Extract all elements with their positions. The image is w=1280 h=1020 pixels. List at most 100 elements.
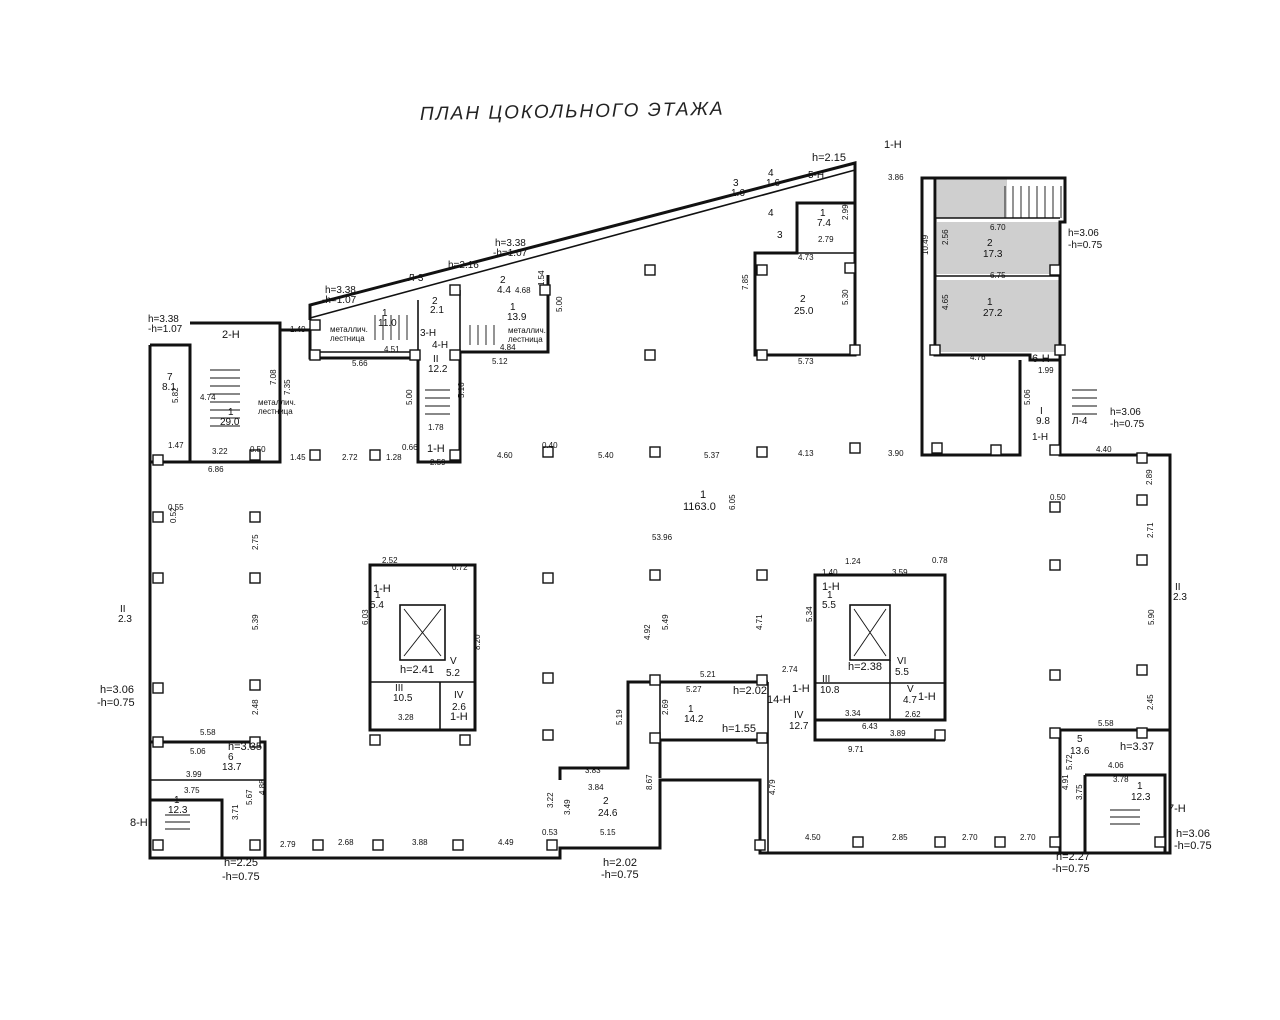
label-d413: 4.13	[798, 449, 814, 458]
label-r3-16: 3	[733, 178, 739, 189]
label-d383: 3.83	[585, 766, 601, 775]
column-51	[1049, 836, 1061, 848]
column-9	[931, 442, 943, 454]
label-n6h: 6-Н	[1032, 353, 1050, 365]
label-h306d: h=3.06	[1176, 828, 1210, 840]
column-13	[152, 511, 164, 523]
label-rII-lb: 2.3	[118, 614, 132, 625]
column-8	[849, 442, 861, 454]
label-d149: 1.49	[290, 325, 306, 334]
label-h202a: h=2.02	[733, 685, 767, 697]
column-47	[754, 839, 766, 851]
label-d128: 1.28	[386, 453, 402, 462]
label-r1-142: 1	[688, 704, 694, 715]
label-d519: 5.19	[615, 709, 624, 725]
label-d072: 0.72	[452, 563, 468, 572]
label-r1-mainb: 1163.0	[683, 501, 716, 513]
column-66	[409, 349, 421, 361]
label-d147: 1.47	[168, 441, 184, 450]
label-r4-16: 4	[768, 168, 774, 179]
label-n8h: 8-Н	[130, 817, 148, 829]
label-d078: 0.78	[932, 556, 948, 565]
label-d558b: 5.58	[1098, 719, 1114, 728]
label-r1-139: 1	[510, 302, 516, 313]
label-d605: 6.05	[728, 494, 737, 510]
label-n3h: 3-Н	[420, 328, 436, 339]
column-33	[369, 734, 381, 746]
label-r1-123bb: 12.3	[1131, 792, 1151, 803]
label-r1-123b: 1	[1137, 781, 1143, 792]
label-h107b: -h=1.07	[322, 295, 357, 306]
column-3	[369, 449, 381, 461]
column-65	[539, 284, 551, 296]
label-d582: 5.82	[171, 387, 180, 403]
label-h075b: -h=0.75	[1110, 419, 1145, 430]
label-r1-139b: 13.9	[507, 312, 527, 323]
column-5	[542, 446, 554, 458]
label-d5396: 53.96	[652, 533, 673, 542]
column-36	[649, 732, 661, 744]
label-h225: h=2.25	[224, 857, 258, 869]
label-r2-21b: 2.1	[430, 305, 444, 316]
label-rIII-105b: 10.5	[393, 693, 413, 704]
label-d491: 4.91	[1061, 774, 1070, 790]
column-29	[1049, 669, 1061, 681]
label-r2-25: 2	[800, 294, 806, 305]
label-r5-136b: 13.6	[1070, 746, 1090, 757]
column-45	[452, 839, 464, 851]
label-r4s: 4	[768, 208, 774, 219]
label-n1h-s2b: 1-Н	[792, 683, 810, 695]
column-28	[756, 674, 768, 686]
column-34	[459, 734, 471, 746]
label-h306b: h=3.06	[1110, 407, 1141, 418]
column-14	[249, 511, 261, 523]
label-r1-29: 1	[228, 407, 234, 418]
label-met1: металлич.	[330, 325, 368, 334]
label-d289: 2.89	[1145, 469, 1154, 485]
label-d521: 5.21	[700, 670, 716, 679]
stair-hatching	[165, 186, 1140, 830]
label-r3-16b: 1.6	[731, 188, 745, 199]
label-d708: 7.08	[269, 369, 278, 385]
label-rII-rb: 2.3	[1173, 592, 1187, 603]
label-r7-81b: 8.1	[162, 382, 176, 393]
column-64	[449, 284, 461, 296]
column-48	[852, 836, 864, 848]
label-rIV-26b: 2.6	[452, 702, 466, 713]
column-32	[249, 736, 261, 748]
column-35	[542, 729, 554, 741]
label-h241: h=2.41	[400, 664, 434, 676]
label-d492: 4.92	[643, 624, 652, 640]
label-r4-16b: 1.6	[766, 178, 780, 189]
column-12	[1136, 452, 1148, 464]
column-0	[152, 454, 164, 466]
column-25	[249, 679, 261, 691]
label-d500a: 5.00	[555, 296, 564, 312]
label-r1-74b: 7.4	[817, 218, 831, 229]
label-rI-98: I	[1040, 406, 1043, 417]
label-d567: 5.67	[245, 789, 254, 805]
label-r2-21: 2	[432, 296, 438, 307]
column-7	[756, 446, 768, 458]
label-d450: 4.50	[805, 833, 821, 842]
label-l3: Л-3	[408, 273, 424, 284]
column-17	[152, 572, 164, 584]
label-d549: 5.49	[661, 614, 670, 630]
label-r2-44b: 4.4	[497, 285, 511, 296]
label-d040: 0.40	[542, 441, 558, 450]
label-n1h-mid: 1-Н	[427, 443, 445, 455]
label-d506b: 5.06	[190, 747, 206, 756]
column-52	[1154, 836, 1166, 848]
label-d572: 5.72	[1065, 754, 1074, 770]
label-d053: 0.53	[542, 828, 558, 837]
label-d735: 7.35	[283, 379, 292, 395]
label-r1-55: 1	[827, 590, 833, 601]
label-d272: 2.72	[342, 453, 358, 462]
column-58	[849, 344, 861, 356]
label-d686: 6.86	[208, 465, 224, 474]
label-d399: 3.99	[186, 770, 202, 779]
column-40	[1136, 727, 1148, 739]
label-d388: 3.88	[412, 838, 428, 847]
label-d178: 1.78	[428, 423, 444, 432]
